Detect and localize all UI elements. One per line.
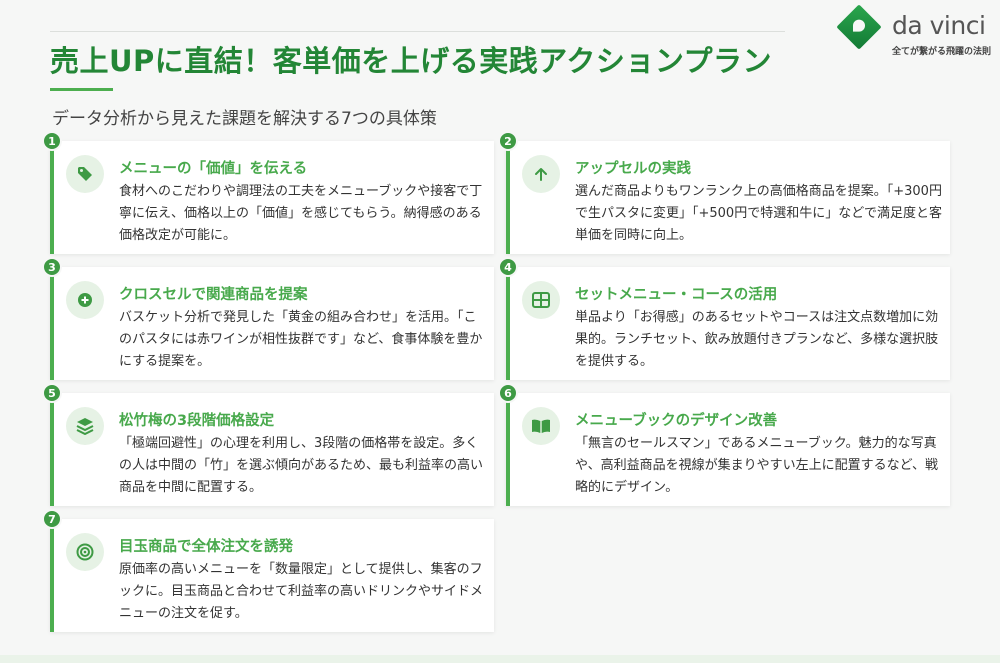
title-underline bbox=[50, 88, 113, 91]
card-title: メニューブックのデザイン改善 bbox=[575, 413, 778, 429]
action-card-4: 4 セットメニュー・コースの活用 単品より「お得感」のあるセットやコースは注文点… bbox=[498, 257, 950, 380]
card-body: 原価率の高いメニューを「数量限定」として提供し、集客のフックに。目玉商品と合わせ… bbox=[119, 562, 484, 621]
action-card-5: 5 松竹梅の3段階価格設定 「極端回避性」の心理を利用し、3段階の価格帯を設定。… bbox=[42, 383, 494, 506]
action-card-2: 2 アップセルの実践 選んだ商品よりもワンランク上の高価格商品を提案。「+300… bbox=[498, 131, 950, 254]
action-card-6: 6 メニューブックのデザイン改善 「無言のセールスマン」であるメニューブック。魅… bbox=[498, 383, 950, 506]
card-number-badge: 3 bbox=[42, 257, 62, 277]
card-title: 目玉商品で全体注文を誘発 bbox=[119, 539, 293, 555]
card-body: 単品より「お得感」のあるセットやコースは注文点数増加に効果的。ランチセット、飲み… bbox=[575, 310, 939, 369]
logo-name: da vinci bbox=[892, 11, 986, 40]
footer-bar bbox=[0, 655, 1000, 663]
card-number-badge: 5 bbox=[42, 383, 62, 403]
logo: da vinci 全てが繋がる飛躍の法則 bbox=[836, 4, 998, 58]
card-body: 「無言のセールスマン」であるメニューブック。魅力的な写真や、高利益商品を視線が集… bbox=[575, 436, 938, 495]
action-card-3: 3 クロスセルで関連商品を提案 バスケット分析で発見した「黄金の組み合わせ」を活… bbox=[42, 257, 494, 380]
layers-icon bbox=[66, 407, 104, 445]
card-number-badge: 1 bbox=[42, 131, 62, 151]
card-body: 「極端回避性」の心理を利用し、3段階の価格帯を設定。多くの人は中間の「竹」を選ぶ… bbox=[119, 436, 484, 495]
book-icon bbox=[522, 407, 560, 445]
card-title: 松竹梅の3段階価格設定 bbox=[119, 413, 275, 429]
page-title: 売上UPに直結！客単価を上げる実践アクションプラン bbox=[50, 44, 772, 78]
grid-icon bbox=[522, 281, 560, 319]
card-title: クロスセルで関連商品を提案 bbox=[119, 287, 308, 303]
card-body: 選んだ商品よりもワンランク上の高価格商品を提案。「+300円で生パスタに変更」「… bbox=[575, 184, 942, 243]
card-body: バスケット分析で発見した「黄金の組み合わせ」を活用。「このパスタには赤ワインが相… bbox=[119, 310, 483, 369]
plus-circle-icon bbox=[66, 281, 104, 319]
arrow-up-icon bbox=[522, 155, 560, 193]
target-icon bbox=[66, 533, 104, 571]
card-title: セットメニュー・コースの活用 bbox=[575, 287, 778, 303]
page-subtitle: データ分析から見えた課題を解決する7つの具体策 bbox=[52, 109, 437, 129]
logo-mark-icon bbox=[836, 4, 882, 50]
action-card-7: 7 目玉商品で全体注文を誘発 原価率の高いメニューを「数量限定」として提供し、集… bbox=[42, 509, 494, 632]
card-number-badge: 4 bbox=[498, 257, 518, 277]
card-title: アップセルの実践 bbox=[575, 161, 691, 177]
tag-icon bbox=[66, 155, 104, 193]
card-title: メニューの「価値」を伝える bbox=[119, 161, 308, 177]
action-card-1: 1 メニューの「価値」を伝える 食材へのこだわりや調理法の工夫をメニューブックや… bbox=[42, 131, 494, 254]
card-body: 食材へのこだわりや調理法の工夫をメニューブックや接客で丁寧に伝え、価格以上の「価… bbox=[119, 184, 483, 243]
card-number-badge: 2 bbox=[498, 131, 518, 151]
logo-tagline: 全てが繋がる飛躍の法則 bbox=[892, 47, 992, 57]
top-divider bbox=[50, 31, 785, 32]
card-number-badge: 7 bbox=[42, 509, 62, 529]
card-number-badge: 6 bbox=[498, 383, 518, 403]
